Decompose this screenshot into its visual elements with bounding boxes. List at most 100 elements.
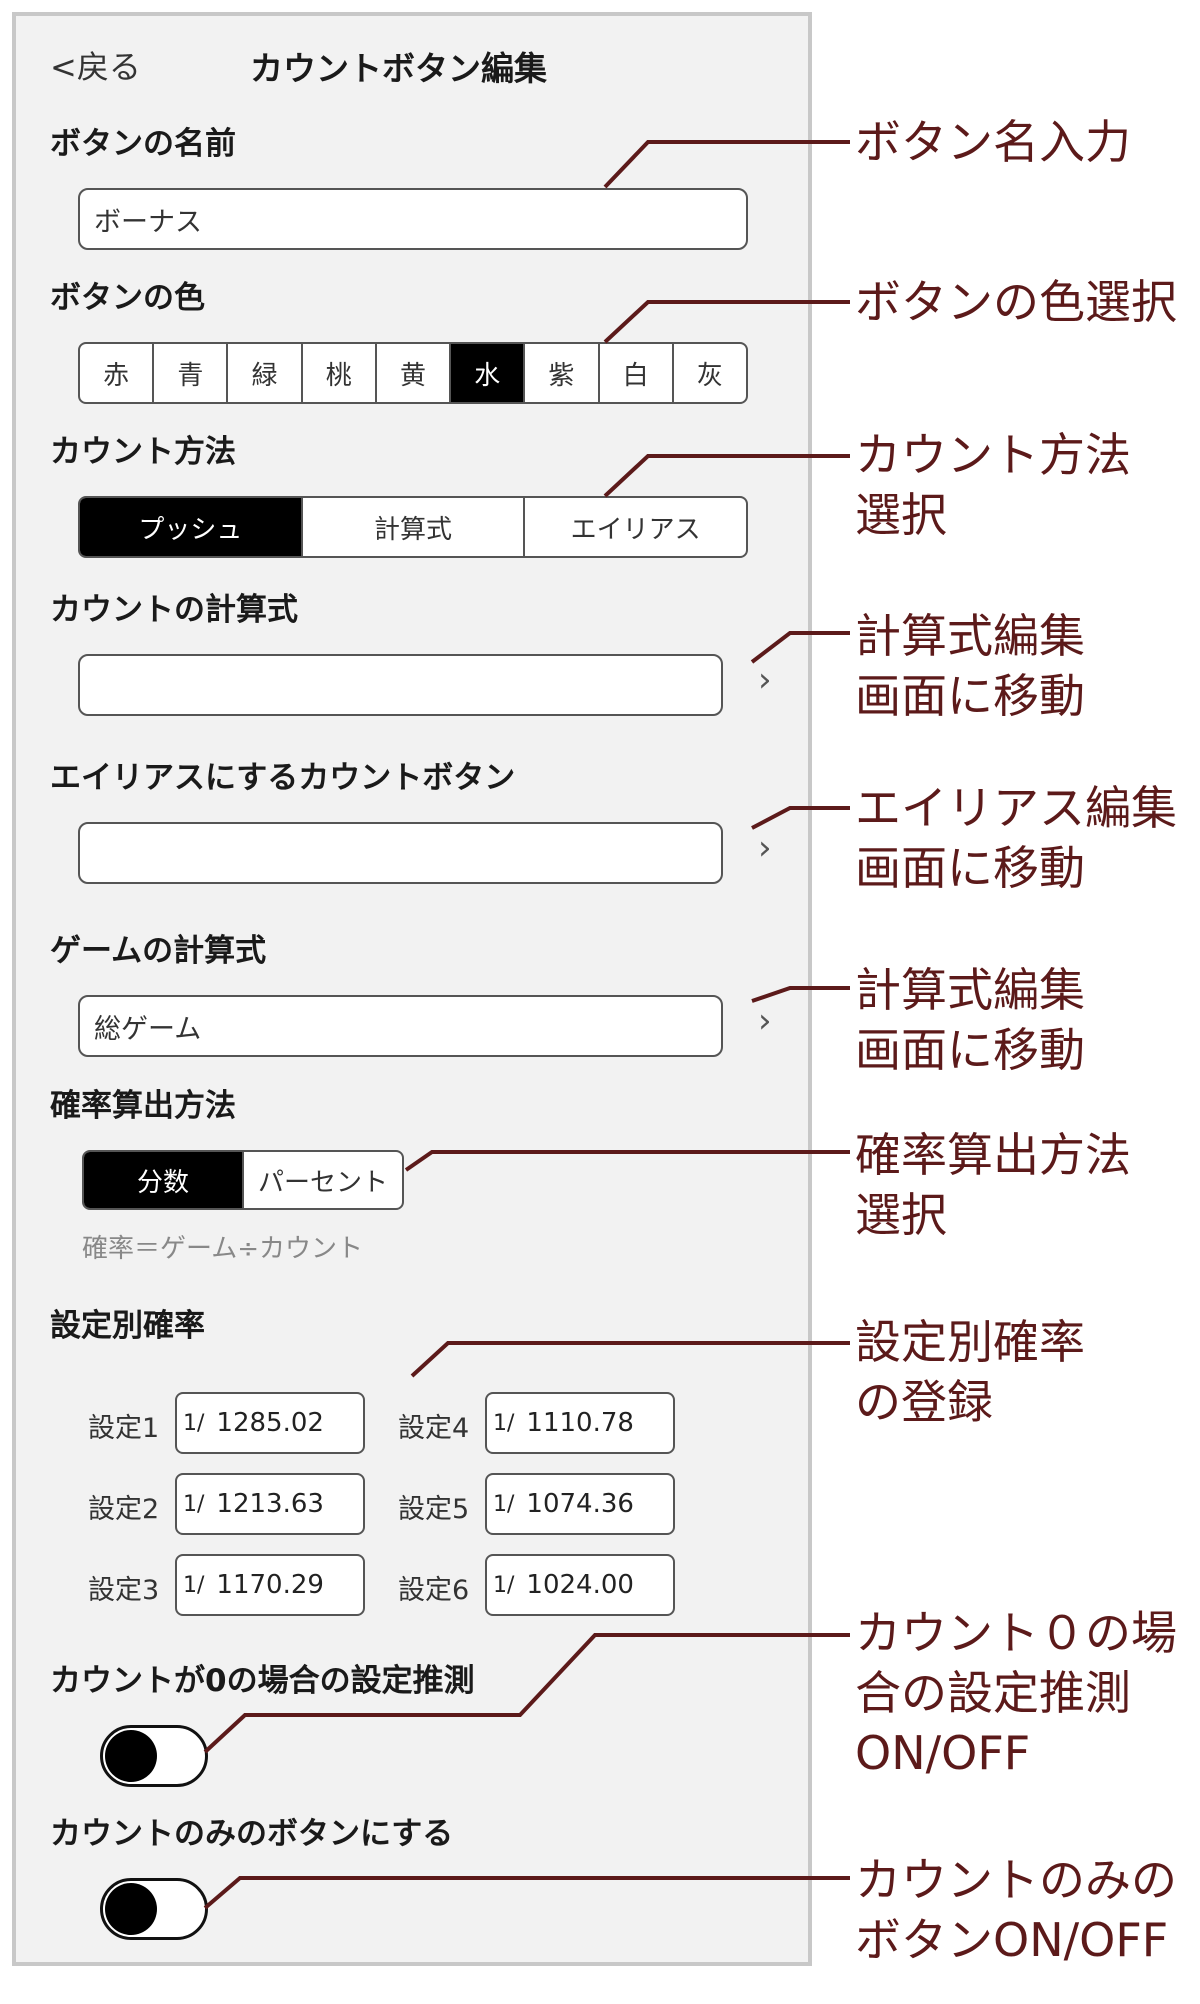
probability-prefix: 1/	[183, 1572, 205, 1598]
annotation-color: ボタンの色選択	[855, 272, 1177, 332]
alias-field[interactable]	[78, 822, 723, 884]
leader-line-prob	[404, 1150, 850, 1172]
setting-probability-input[interactable]: 1/1213.63	[175, 1473, 365, 1535]
settings-label: 設定別確率	[50, 1308, 205, 1344]
setting-probability-input[interactable]: 1/1024.00	[485, 1554, 675, 1616]
setting-label: 設定2	[88, 1494, 160, 1525]
leader-line-formula2	[751, 986, 850, 1003]
prob-formula-note: 確率＝ゲーム÷カウント	[82, 1234, 364, 1264]
color-option-0[interactable]: 赤	[103, 360, 130, 391]
probability-value: 1170.29	[216, 1570, 324, 1600]
count-only-toggle[interactable]	[100, 1878, 208, 1940]
count-formula-field[interactable]	[78, 654, 723, 716]
color-option-3[interactable]: 桃	[300, 344, 375, 402]
method-option-2[interactable]: エイリアス	[523, 498, 746, 556]
annotation-text: 確率算出方法	[855, 1128, 1131, 1182]
color-option-4[interactable]: 黄	[374, 344, 449, 402]
annotation-text: の登録	[855, 1375, 993, 1429]
color-option-6[interactable]: 紫	[523, 344, 597, 402]
annotation-text: ボタン名入力	[855, 115, 1131, 169]
prob-method-option-0[interactable]: 分数	[84, 1152, 242, 1208]
prob-method-option-1[interactable]: パーセント	[242, 1152, 402, 1208]
leader-line-only	[203, 1876, 850, 1910]
method-option-0[interactable]: プッシュ	[80, 498, 301, 556]
chevron-right-icon[interactable]: ›	[758, 660, 772, 700]
probability-value: 1074.36	[526, 1489, 634, 1519]
leader-line-zero	[203, 1633, 850, 1754]
button-name-input[interactable]: ボーナス	[78, 188, 748, 250]
annotation-prob: 確率算出方法 選択	[855, 1125, 1131, 1245]
color-option-2[interactable]: 緑	[226, 344, 300, 402]
chevron-right-icon[interactable]: ›	[758, 828, 772, 868]
leader-line-alias	[751, 806, 850, 830]
annotation-text: ON/OFF	[855, 1726, 1031, 1780]
annotation-settings: 設定別確率 の登録	[855, 1312, 1085, 1432]
probability-prefix: 1/	[493, 1491, 515, 1517]
toggle-knob	[105, 1883, 157, 1935]
annotation-text: ボタンの色選択	[855, 275, 1177, 329]
count-only-label: カウントのみのボタンにする	[50, 1816, 454, 1852]
setting-probability-input[interactable]: 1/1110.78	[485, 1392, 675, 1454]
leader-line-settings	[410, 1341, 850, 1378]
annotation-only: カウントのみの ボタンON/OFF	[855, 1850, 1177, 1970]
back-button[interactable]: <戻る	[50, 48, 141, 86]
annotation-zero: カウント０の場 合の設定推測 ON/OFF	[855, 1603, 1177, 1783]
setting-label: 設定3	[88, 1575, 160, 1606]
button-name-value: ボーナス	[94, 206, 202, 238]
probability-prefix: 1/	[493, 1410, 515, 1436]
game-formula-value: 総ゲーム	[94, 1013, 202, 1045]
game-formula-field[interactable]: 総ゲーム	[78, 995, 723, 1057]
color-option-1[interactable]: 青	[152, 344, 226, 402]
annotation-text: 計算式編集	[855, 963, 1085, 1017]
prob-method-segmented-control: 分数パーセント	[82, 1150, 404, 1210]
leader-line-method	[603, 454, 850, 498]
color-option-7[interactable]: 白	[597, 344, 672, 402]
annotation-text: 合の設定推測	[855, 1666, 1131, 1720]
annotation-text: 選択	[855, 1188, 947, 1242]
color-option-8[interactable]: 灰	[671, 344, 746, 402]
name-label: ボタンの名前	[50, 126, 236, 162]
leader-line-formula1	[750, 631, 850, 664]
annotation-name: ボタン名入力	[855, 112, 1131, 172]
setting-probability-input[interactable]: 1/1285.02	[175, 1392, 365, 1454]
annotation-text: 画面に移動	[855, 669, 1085, 723]
probability-prefix: 1/	[183, 1491, 205, 1517]
annotation-text: 設定別確率	[855, 1315, 1085, 1369]
annotation-method: カウント方法 選択	[855, 425, 1131, 545]
annotation-text: ボタンON/OFF	[855, 1913, 1169, 1967]
probability-value: 1213.63	[216, 1489, 324, 1519]
setting-label: 設定4	[398, 1413, 470, 1444]
setting-probability-input[interactable]: 1/1170.29	[175, 1554, 365, 1616]
probability-prefix: 1/	[183, 1410, 205, 1436]
probability-value: 1110.78	[526, 1408, 634, 1438]
annotation-text: 計算式編集	[855, 609, 1085, 663]
chevron-right-icon[interactable]: ›	[758, 1001, 772, 1041]
setting-label: 設定6	[398, 1575, 470, 1606]
page-title: カウントボタン編集	[250, 49, 547, 88]
annotation-text: カウントのみの	[855, 1853, 1177, 1907]
annotation-text: 画面に移動	[855, 841, 1085, 895]
color-label: ボタンの色	[50, 280, 205, 316]
phone-screen	[12, 12, 812, 1966]
prob-method-label: 確率算出方法	[50, 1088, 236, 1124]
color-segmented-control: 赤青緑桃黄水紫白灰	[78, 342, 748, 404]
alias-label: エイリアスにするカウントボタン	[50, 760, 516, 796]
probability-prefix: 1/	[493, 1572, 515, 1598]
game-formula-label: ゲームの計算式	[50, 933, 267, 969]
setting-probability-input[interactable]: 1/1074.36	[485, 1473, 675, 1535]
annotation-text: エイリアス編集	[855, 781, 1177, 835]
annotation-text: 画面に移動	[855, 1023, 1085, 1077]
toggle-knob	[105, 1730, 157, 1782]
leader-line-name	[603, 140, 850, 189]
annotation-text: カウント０の場	[855, 1606, 1177, 1660]
method-segmented-control: プッシュ計算式エイリアス	[78, 496, 748, 558]
annotation-text: カウント方法	[855, 428, 1131, 482]
method-label: カウント方法	[50, 434, 236, 470]
color-option-5[interactable]: 水	[449, 344, 524, 402]
setting-label: 設定1	[88, 1413, 160, 1444]
probability-value: 1285.02	[216, 1408, 324, 1438]
zero-guess-toggle[interactable]	[100, 1725, 208, 1787]
method-option-1[interactable]: 計算式	[300, 498, 524, 556]
leader-line-color	[603, 300, 850, 344]
